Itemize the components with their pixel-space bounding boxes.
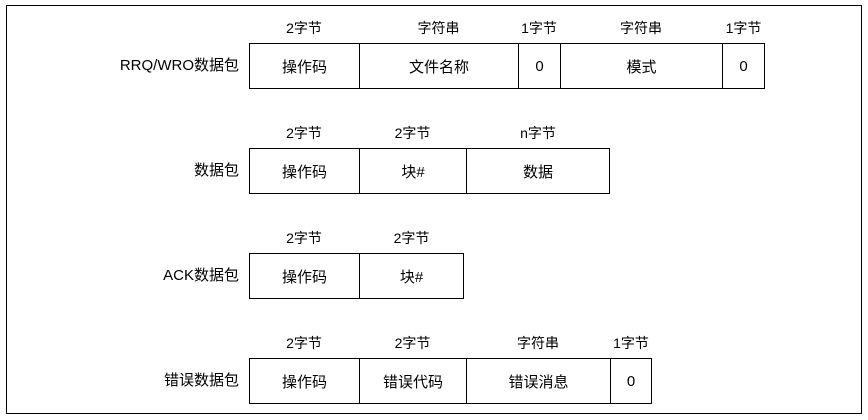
packet-field-size-label: 1字节 [521,20,557,36]
packet-label-holder: 数据包 [7,148,249,194]
packet-field-size-label: 1字节 [613,335,649,351]
packet-field-cell: 操作码 [249,253,359,299]
packet-field-size-label: 1字节 [725,20,762,36]
packet-label: RRQ/WRO数据包 [119,57,239,74]
packet-field-size-label: 2字节 [394,335,431,351]
packet-field-size-label: n字节 [520,125,556,141]
packet-row: ACK数据包操作码 2字节块# 2字节 [7,221,861,299]
packet-field-size-label: 2字节 [394,125,431,141]
packet-field-cell: 0 [610,358,652,404]
packet-field-cell: 0 [722,43,765,89]
packet-field-cell: 模式 [560,43,722,89]
packet-field-cell: 操作码 [249,43,359,89]
packet-field-cell: 数据 [466,148,610,194]
packet-field-size-label: 2字节 [286,335,322,351]
packet-label: 数据包 [193,162,239,179]
packet-field-cell: 文件名称 [359,43,518,89]
packet-row: 数据包操作码 2字节块# 2字节数据 n字节 [7,116,861,194]
packet-field-cell: 0 [518,43,560,89]
packet-field-cell: 错误代码 [359,358,466,404]
packet-field-size-label: 2字节 [286,230,322,246]
packet-field-size-label: 字符串 [417,20,460,36]
packet-field-size-label: 2字节 [286,20,322,36]
packet-field-cell: 块# [359,148,466,194]
packet-label-holder: 错误数据包 [7,358,249,404]
packet-field-cell: 错误消息 [466,358,610,404]
packet-field-cell: 块# [359,253,464,299]
packet-field-size-label: 2字节 [393,230,430,246]
packet-label: 错误数据包 [163,372,239,389]
packet-field-size-label: 2字节 [286,125,322,141]
packet-row: 错误数据包操作码 2字节错误代码 2字节错误消息 字符串 0 1字节 [7,326,861,404]
packet-label: ACK数据包 [163,267,239,284]
packet-label-holder: RRQ/WRO数据包 [7,43,249,89]
packet-field-size-label: 字符串 [517,335,559,351]
packet-field-size-label: 字符串 [620,20,662,36]
packet-field-cell: 操作码 [249,358,359,404]
packet-label-holder: ACK数据包 [7,253,249,299]
packet-field-cell: 操作码 [249,148,359,194]
packet-row: RRQ/WRO数据包操作码 2字节文件名称 字符串 0 1字节模式 字符串 0 1字节 [7,11,861,89]
